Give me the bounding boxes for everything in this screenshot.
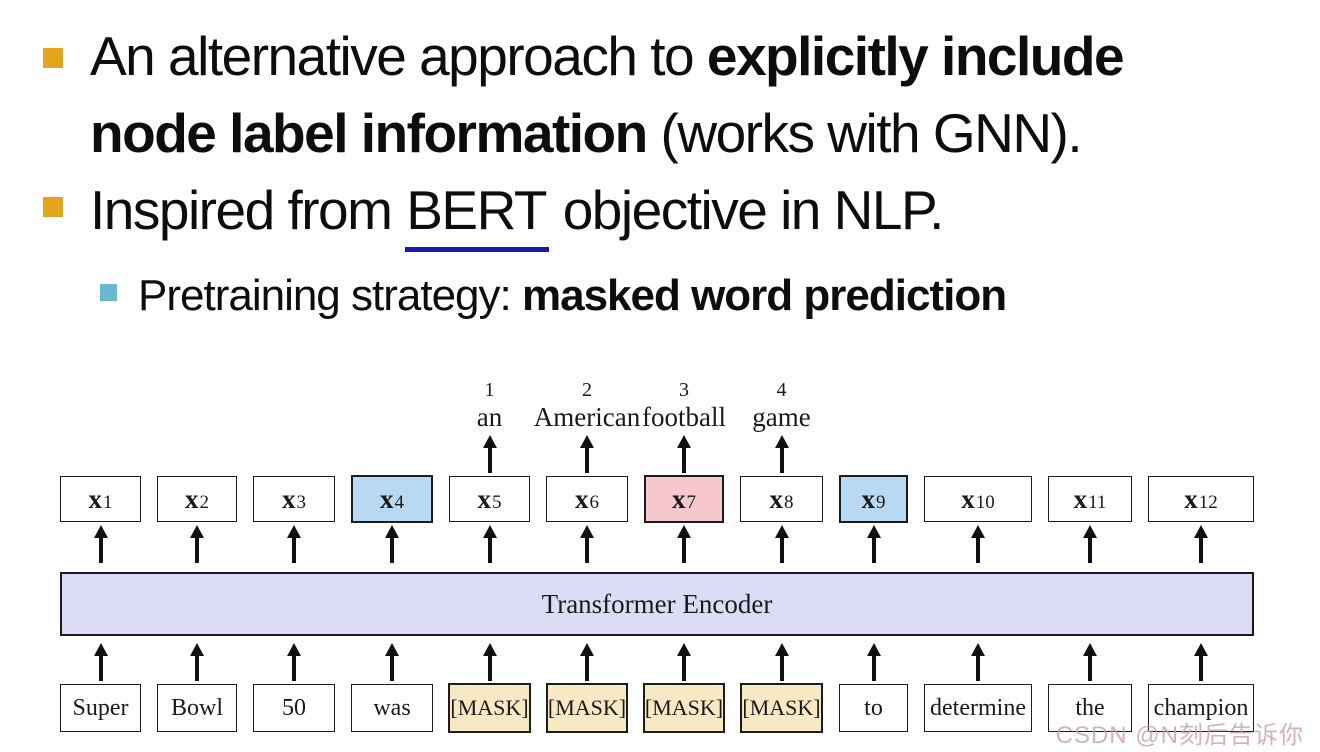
bullet-1-line1-normal: An alternative approach to — [90, 25, 707, 87]
bullet-1-line2-bold: node label information — [90, 102, 648, 164]
output-word: football — [642, 402, 726, 432]
output-label-row: 1 an 2 American 3 football 4 game — [60, 376, 1254, 432]
input-token-row: Super Bowl 50 was [MASK] [MASK] [MASK] [… — [60, 683, 1254, 733]
token-box: determine — [924, 684, 1032, 732]
up-arrow-icon — [482, 525, 497, 563]
mask-token-box: [MASK] — [448, 683, 531, 733]
mask-token-box: [MASK] — [642, 683, 726, 733]
mask-token-box: [MASK] — [545, 683, 629, 733]
up-arrow-icon — [385, 525, 399, 563]
bullet-1-line2-normal: (works with GNN). — [646, 102, 1083, 164]
token-box: 50 — [253, 684, 335, 732]
prediction-arrow-row — [60, 433, 1254, 475]
up-arrow-icon — [385, 643, 399, 681]
output-word: game — [752, 402, 811, 432]
up-arrow-icon — [580, 525, 594, 563]
up-arrow-icon — [971, 525, 985, 563]
token-box: to — [839, 684, 908, 732]
up-arrow-icon — [93, 525, 108, 563]
token-box: Super — [60, 684, 141, 732]
bullet-2-pre: Inspired from — [90, 179, 406, 241]
csdn-watermark: CSDN @N刻后告诉你 — [1055, 722, 1304, 749]
up-arrow-icon — [482, 435, 497, 473]
output-index: 1 — [484, 379, 495, 401]
bullet-2-post: objective in NLP. — [548, 179, 945, 241]
up-arrow-icon — [287, 525, 301, 563]
sub-bullet-bold: masked word prediction — [521, 271, 1007, 320]
bullet-1-text: An alternative approach to explicitly in… — [90, 18, 1305, 172]
up-arrow-icon — [190, 525, 204, 563]
bullet-1-line1-bold: explicitly include — [706, 25, 1125, 87]
up-arrow-icon — [1083, 643, 1097, 681]
bullet-2-text: Inspired from BERT objective in NLP. — [90, 172, 1305, 252]
bullet-square-icon — [43, 197, 63, 217]
token-box: the — [1048, 684, 1132, 732]
bert-diagram: 1 an 2 American 3 football 4 game — [60, 376, 1254, 733]
output-index: 4 — [776, 379, 787, 401]
output-word: American — [533, 402, 641, 432]
up-arrow-icon — [866, 643, 881, 681]
up-arrow-icon — [580, 643, 594, 681]
up-arrow-icon — [677, 435, 691, 473]
output-index: 2 — [582, 379, 592, 401]
up-arrow-icon — [971, 643, 985, 681]
up-arrow-icon — [774, 643, 789, 681]
up-arrow-icon — [93, 643, 108, 681]
up-arrow-icon — [190, 643, 204, 681]
encoder-output-arrow-row — [60, 523, 1254, 565]
output-index: 3 — [679, 379, 689, 401]
output-word: an — [476, 402, 503, 432]
token-box: champion — [1148, 684, 1254, 732]
up-arrow-icon — [580, 435, 594, 473]
transformer-encoder-box: Transformer Encoder — [60, 572, 1254, 636]
up-arrow-icon — [1194, 643, 1208, 681]
up-arrow-icon — [774, 525, 789, 563]
up-arrow-icon — [866, 525, 881, 563]
token-box: Bowl — [157, 684, 237, 732]
up-arrow-icon — [482, 643, 497, 681]
up-arrow-icon — [774, 435, 789, 473]
sub-bullet-pre: Pretraining strategy: — [138, 271, 522, 320]
up-arrow-icon — [1194, 525, 1208, 563]
sub-bullet-square-icon — [100, 284, 117, 301]
bullet-square-icon — [43, 48, 63, 68]
encoder-input-arrow-row — [60, 641, 1254, 683]
output-label: 4 game — [740, 376, 823, 432]
output-label: 2 American — [534, 376, 640, 432]
up-arrow-icon — [287, 643, 301, 681]
output-label: 3 football — [642, 376, 726, 432]
sub-bullet-text: Pretraining strategy: masked word predic… — [138, 266, 1298, 326]
bert-underlined-text: BERT — [405, 179, 549, 252]
up-arrow-icon — [1083, 525, 1097, 563]
up-arrow-icon — [677, 643, 691, 681]
mask-token-box: [MASK] — [740, 683, 823, 733]
token-box: was — [351, 684, 433, 732]
up-arrow-icon — [677, 525, 691, 563]
output-label: 1 an — [449, 376, 530, 432]
